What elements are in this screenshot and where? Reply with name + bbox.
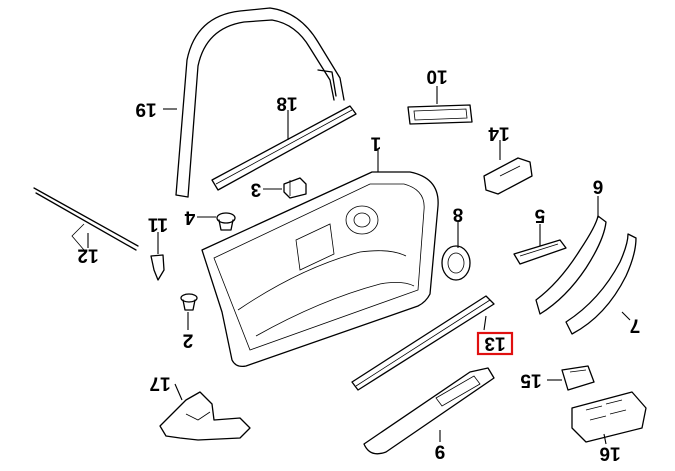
part-11-push-clip bbox=[150, 254, 165, 281]
callout-7: 7 bbox=[630, 315, 641, 336]
part-12-seal-rod bbox=[33, 187, 139, 251]
callout-4: 4 bbox=[184, 207, 195, 228]
part-13-lower-trim-strip bbox=[351, 295, 495, 391]
part-8-speaker-ring bbox=[441, 245, 471, 281]
callout-2: 2 bbox=[183, 330, 194, 351]
part-18-belt-weatherstrip bbox=[211, 105, 357, 191]
part-16-window-switch-block bbox=[571, 391, 647, 443]
callout-13: 13 bbox=[484, 333, 505, 354]
callout-1: 1 bbox=[370, 133, 381, 154]
part-14-switch-housing bbox=[483, 157, 533, 195]
part-9-armrest bbox=[363, 367, 495, 455]
callout-6: 6 bbox=[593, 176, 604, 197]
callout-14: 14 bbox=[488, 123, 510, 144]
callout-19: 19 bbox=[135, 99, 156, 120]
callout-12: 12 bbox=[77, 245, 98, 266]
callout-18: 18 bbox=[276, 93, 297, 114]
callout-16: 16 bbox=[599, 443, 620, 464]
part-17-bracket bbox=[159, 391, 251, 441]
callout-17: 17 bbox=[149, 373, 170, 394]
part-15-switch bbox=[561, 365, 595, 391]
part-3-clip bbox=[283, 177, 307, 199]
callout-5: 5 bbox=[534, 205, 545, 226]
part-19-window-frame-trim bbox=[175, 7, 345, 198]
callout-10: 10 bbox=[426, 66, 447, 87]
callout-11: 11 bbox=[148, 214, 169, 235]
part-2-fastener bbox=[180, 293, 198, 311]
part-10-handle-trim bbox=[407, 104, 473, 125]
callout-labels: 19 18 3 10 14 1 6 4 8 5 11 12 2 13 7 15 … bbox=[77, 66, 640, 464]
callout-15: 15 bbox=[520, 370, 542, 391]
part-1-door-trim-panel bbox=[201, 171, 439, 368]
callout-3: 3 bbox=[251, 179, 262, 200]
callout-9: 9 bbox=[435, 441, 446, 462]
part-4-clip bbox=[216, 212, 236, 231]
callout-8: 8 bbox=[453, 204, 464, 225]
part-5-handle-insert bbox=[513, 239, 567, 265]
leader-lines bbox=[87, 86, 631, 445]
part-7-curved-trim bbox=[565, 233, 637, 335]
highlight-box-callout-13 bbox=[476, 331, 514, 356]
part-6-curved-trim bbox=[535, 215, 607, 315]
